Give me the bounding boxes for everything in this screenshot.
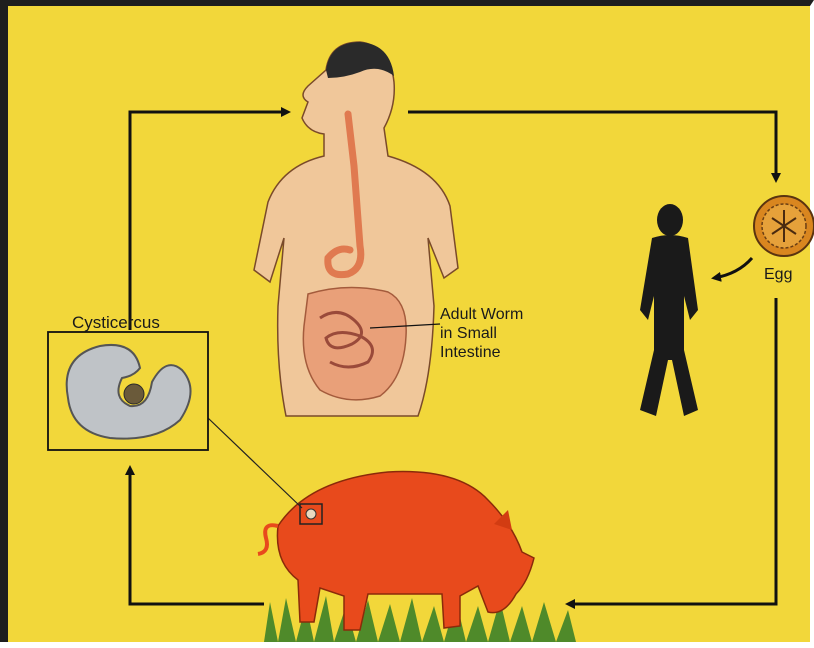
contaminated-human-silhouette: [640, 204, 698, 416]
arrow-pig-to-cysticercus: [130, 468, 264, 604]
cysticercus-illustration: [67, 345, 191, 439]
egg-illustration: [754, 196, 814, 256]
human-host-illustration: [254, 42, 458, 416]
arrow-human-to-egg: [408, 112, 776, 180]
adult-worm-label: Adult Worm in Small Intestine: [440, 305, 523, 362]
cysticercus-label: Cysticercus: [72, 313, 160, 332]
arrow-egg-to-silhouette: [714, 258, 752, 278]
cysticercus-pointer: [208, 418, 302, 508]
pig-illustration: [258, 472, 534, 630]
egg-label: Egg: [764, 265, 792, 284]
